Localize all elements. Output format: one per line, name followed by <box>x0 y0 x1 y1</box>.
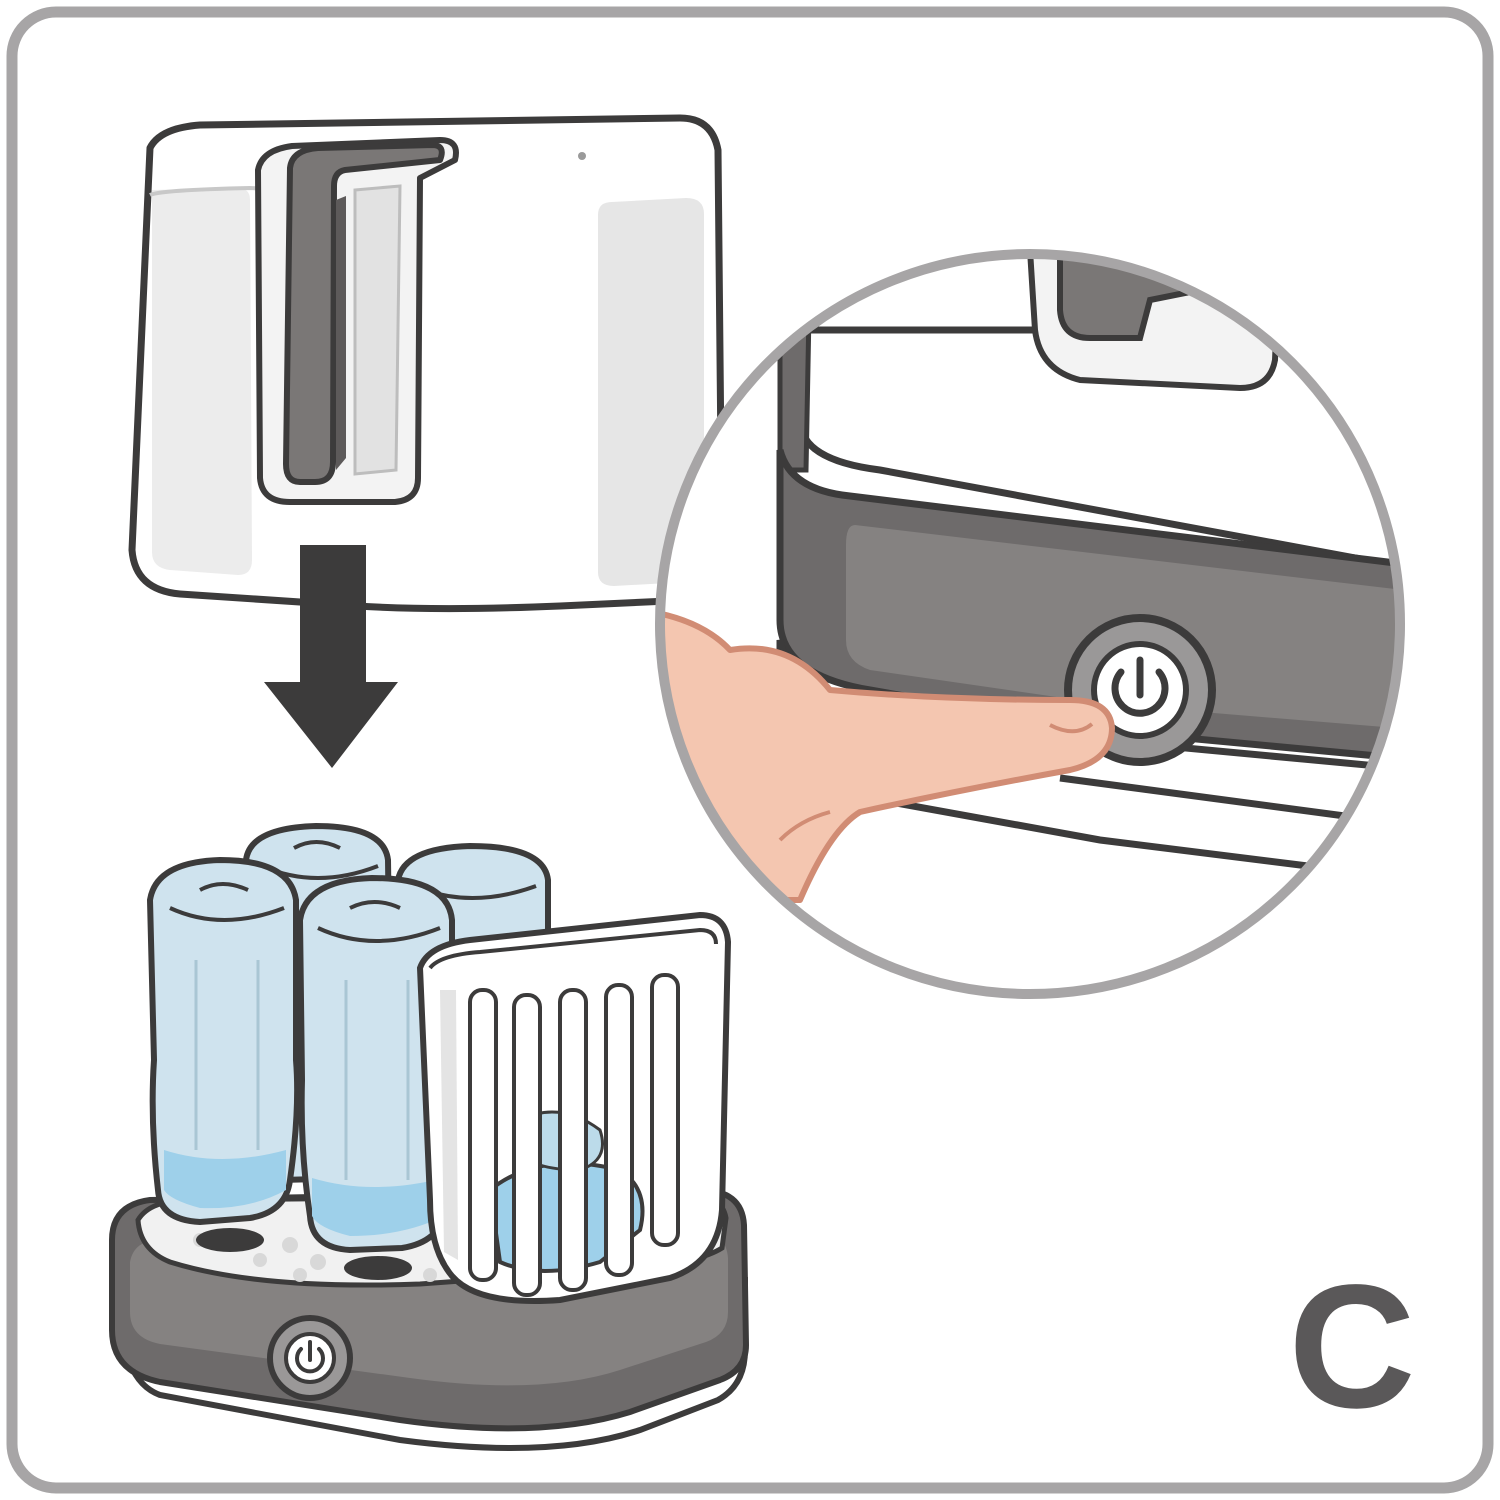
bottle-front-right <box>296 874 457 1280</box>
sterilizer-lid <box>128 114 726 613</box>
zoom-detail <box>655 249 1405 999</box>
bottle-front-left <box>146 856 301 1252</box>
step-letter: C <box>1288 1249 1416 1445</box>
power-button-base[interactable] <box>267 1315 353 1401</box>
power-icon <box>295 1340 325 1374</box>
accessory-basket <box>416 911 732 1304</box>
down-arrow-icon <box>264 545 398 768</box>
power-icon <box>1111 656 1169 717</box>
finger <box>660 607 1115 903</box>
